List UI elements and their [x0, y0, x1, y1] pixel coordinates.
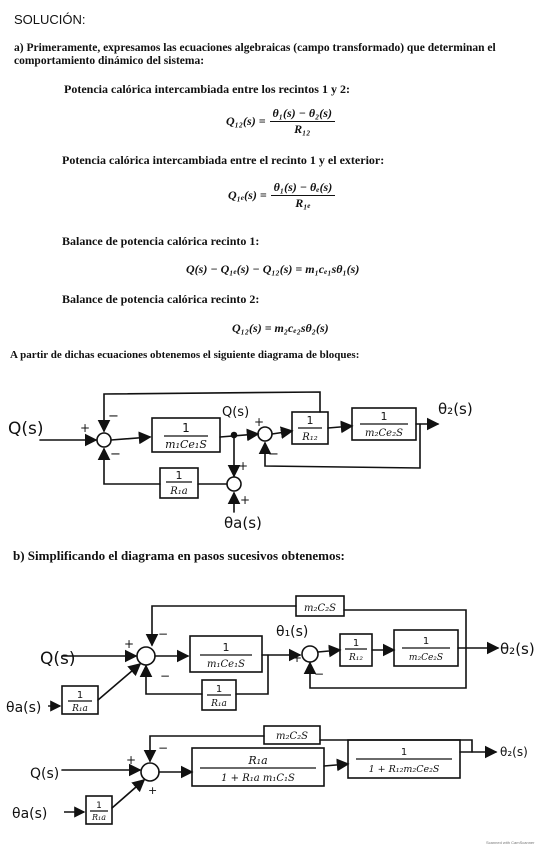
d1-block2-den: R₁₂ [301, 432, 318, 443]
d2-summing-junction-2 [301, 645, 319, 663]
eq2-lhs: Q₁ₑ(s) = [228, 188, 267, 202]
d3-block-1 [191, 747, 325, 787]
d3-input-label: Q(s) [30, 766, 59, 782]
d3-block1-num: R₁a [247, 754, 267, 767]
diagram-2 [61, 595, 500, 715]
eq2-label: Potencia calórica intercambiada entre el… [62, 153, 385, 167]
d2-plus-1: + [124, 637, 134, 651]
d3-labels: Q(s) θa(s) 1 R₁a R₁a 1 + R₁a m₁C₁S 1 1 +… [12, 731, 528, 822]
d3-block2-den: 1 + R₁₂m₂Ce₂S [369, 764, 440, 775]
d3-input2-label: θa(s) [12, 806, 47, 822]
d2-fb-den: R₁a [210, 699, 227, 709]
d2-fb-num: 1 [216, 684, 222, 695]
eq4-expression: Q₁₂(s) = m₂cₑ₂sθ₂(s) [232, 321, 329, 335]
d2-block3-num: 1 [423, 636, 429, 647]
d1-block3-den: m₂Ce₂S [365, 428, 403, 439]
d1-plus-1: + [80, 421, 90, 435]
scanner-footer: Scanned with CamScanner [486, 840, 535, 845]
d2-block1-num: 1 [223, 641, 230, 654]
eq2-numerator: θ₁(s) − θₑ(s) [270, 180, 336, 196]
eq3-label: Balance de potencia calórica recinto 1: [62, 234, 260, 248]
d2-labels: Q(s) θa(s) 1 R₁a 1 m₁Ce₁S θ₁(s) 1 R₁₂ 1 … [6, 603, 535, 716]
equation-q12: Q₁₂(s) = θ₁(s) − θ₂(s)R₁₂ [226, 106, 335, 137]
d3-inblock-num: 1 [96, 801, 102, 811]
d1-block-1 [151, 417, 221, 453]
d1-minus-3: − [268, 447, 279, 462]
d2-minus-3: − [314, 667, 324, 681]
d2-input2-label: θa(s) [6, 700, 41, 716]
d3-top-block-label: m₂C₂S [276, 731, 308, 742]
d2-block-1 [189, 635, 263, 673]
eq1-label: Potencia calórica intercambiada entre lo… [64, 82, 350, 96]
d1-block3-num: 1 [381, 410, 388, 423]
eq4-label: Balance de potencia calórica recinto 2: [62, 292, 260, 306]
d2-block2-num: 1 [353, 638, 359, 649]
d1-fb-den: R₁a [169, 486, 188, 497]
d1-summing-junction-2 [257, 426, 273, 442]
d2-minus-2: − [160, 669, 170, 683]
eq1-denominator: R₁₂ [294, 122, 311, 136]
d2-summing-junction-1 [136, 646, 156, 666]
d1-labels: Q(s) + − − 1 m₁Ce₁S Q(s) + − 1 R₁₂ 1 m₂C… [8, 400, 473, 532]
part-a-intro-line2: comportamiento dinámico del sistema: [14, 55, 205, 67]
d1-minus-1: − [108, 409, 119, 424]
d1-summing-junction-1 [96, 432, 112, 448]
d3-input-block [85, 795, 113, 825]
d1-summing-junction-3 [226, 476, 242, 492]
d2-plus-2: + [292, 651, 302, 665]
eq1-lhs: Q₁₂(s) = [226, 114, 266, 128]
d2-minus-1: − [158, 627, 168, 641]
equation-balance-1: Q(s) − Q₁ₑ(s) − Q₁₂(s) = m₁cₑ₁sθ₁(s) [186, 262, 359, 277]
diagram-caption: A partir de dichas ecuaciones obtenemos … [10, 349, 360, 361]
d1-minus-2: − [110, 447, 121, 462]
d1-plus-2: + [254, 415, 264, 429]
d1-plus-3: + [238, 459, 248, 473]
d3-inblock-den: R₁a [91, 813, 106, 822]
d1-block2-num: 1 [307, 414, 314, 427]
d2-top-block-label: m₂C₂S [304, 603, 336, 614]
eq2-denominator: R₁ₑ [295, 196, 311, 210]
d3-block1-den: 1 + R₁a m₁C₁S [221, 773, 295, 784]
d2-block1-den: m₁Ce₁S [207, 659, 245, 670]
solution-heading: SOLUCIÓN: [14, 12, 86, 27]
equation-balance-2: Q₁₂(s) = m₂cₑ₂sθ₂(s) [232, 321, 329, 336]
d2-block3-den: m₂Ce₂S [409, 653, 443, 663]
diagram-3 [61, 725, 498, 825]
d3-plus-1: + [126, 753, 136, 767]
d2-inblock-den: R₁a [71, 704, 88, 714]
diagram-1 [39, 391, 440, 513]
d2-feedback-block [201, 679, 237, 711]
part-a-intro-line1: a) Primeramente, expresamos las ecuacion… [14, 42, 496, 54]
d1-block1-den: m₁Ce₁S [165, 438, 207, 451]
part-b-caption: b) Simplificando el diagrama en pasos su… [13, 548, 345, 563]
d2-output-label: θ₂(s) [500, 640, 535, 658]
d3-summing-junction [140, 762, 160, 782]
d2-inblock-num: 1 [77, 690, 83, 701]
eq3-expression: Q(s) − Q₁ₑ(s) − Q₁₂(s) = m₁cₑ₁sθ₁(s) [186, 262, 360, 276]
d2-block2-den: R₁₂ [348, 653, 363, 663]
d3-output-label: θ₂(s) [500, 745, 528, 759]
d1-fb-num: 1 [176, 469, 183, 482]
d1-output-label: θ₂(s) [438, 400, 473, 418]
d2-node-label: θ₁(s) [276, 624, 308, 640]
equation-q1e: Q₁ₑ(s) = θ₁(s) − θₑ(s)R₁ₑ [228, 180, 336, 211]
d3-minus-1: − [158, 741, 168, 755]
eq1-numerator: θ₁(s) − θ₂(s) [269, 106, 335, 122]
d1-plus-4: + [240, 493, 250, 507]
d1-input-label: Q(s) [8, 419, 44, 439]
d1-input2-label: θa(s) [224, 514, 262, 532]
d3-top-block [263, 725, 321, 745]
d1-node-label: Q(s) [222, 405, 249, 420]
d3-plus-2: + [148, 784, 157, 797]
d1-feedback-block [159, 467, 199, 499]
d1-block1-num: 1 [182, 421, 190, 435]
d2-input-label: Q(s) [40, 649, 76, 669]
d3-block2-num: 1 [401, 747, 407, 758]
